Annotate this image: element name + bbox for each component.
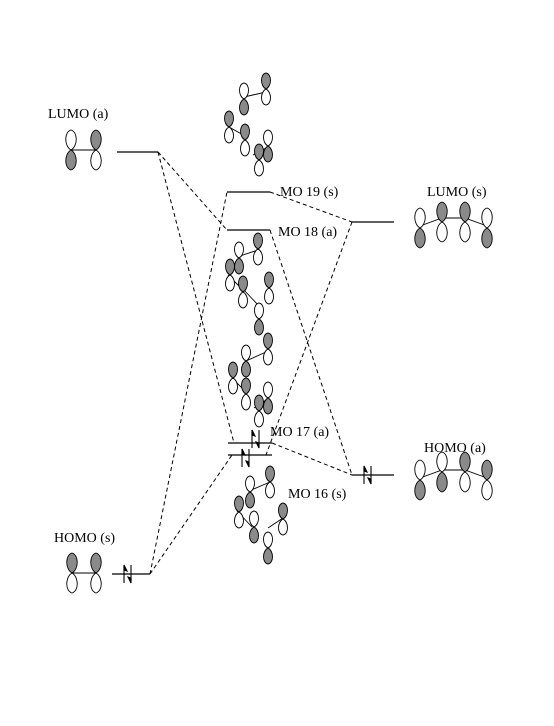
homo-a-orbital xyxy=(414,451,493,501)
lumo-a-orbital xyxy=(65,129,102,171)
correlation-lines xyxy=(149,151,353,575)
lumo-a-label: LUMO (a) xyxy=(48,107,109,122)
mo17-label: MO 17 (a) xyxy=(270,425,329,440)
corr-homo-s-mo19 xyxy=(149,191,228,575)
corr-homo-a-mo17 xyxy=(271,442,353,476)
mo16-orbital xyxy=(234,465,288,565)
mo17-orbital xyxy=(228,332,273,428)
mo19-label: MO 19 (s) xyxy=(280,185,339,200)
corr-lumo-s-mo19 xyxy=(269,191,353,223)
mo16-label: MO 16 (s) xyxy=(288,487,347,502)
homo-s-orbital xyxy=(66,552,102,594)
mo18-label: MO 18 (a) xyxy=(278,225,337,240)
mo18-orbital xyxy=(225,232,274,336)
lumo-s-label: LUMO (s) xyxy=(427,185,487,200)
corr-lumo-s-mo16 xyxy=(265,221,353,456)
homo-a-label: HOMO (a) xyxy=(424,441,486,456)
mo16-electrons xyxy=(241,448,250,468)
corr-homo-s-mo16 xyxy=(149,454,233,575)
corr-lumo-a-mo17 xyxy=(157,151,235,444)
lumo-s-orbital xyxy=(414,201,493,249)
corr-homo-a-mo18 xyxy=(269,229,353,476)
corr-lumo-a-mo18 xyxy=(157,151,228,231)
homo-s-label: HOMO (s) xyxy=(54,531,115,546)
mo19-orbital xyxy=(224,72,273,177)
mo17-electrons xyxy=(251,429,260,449)
